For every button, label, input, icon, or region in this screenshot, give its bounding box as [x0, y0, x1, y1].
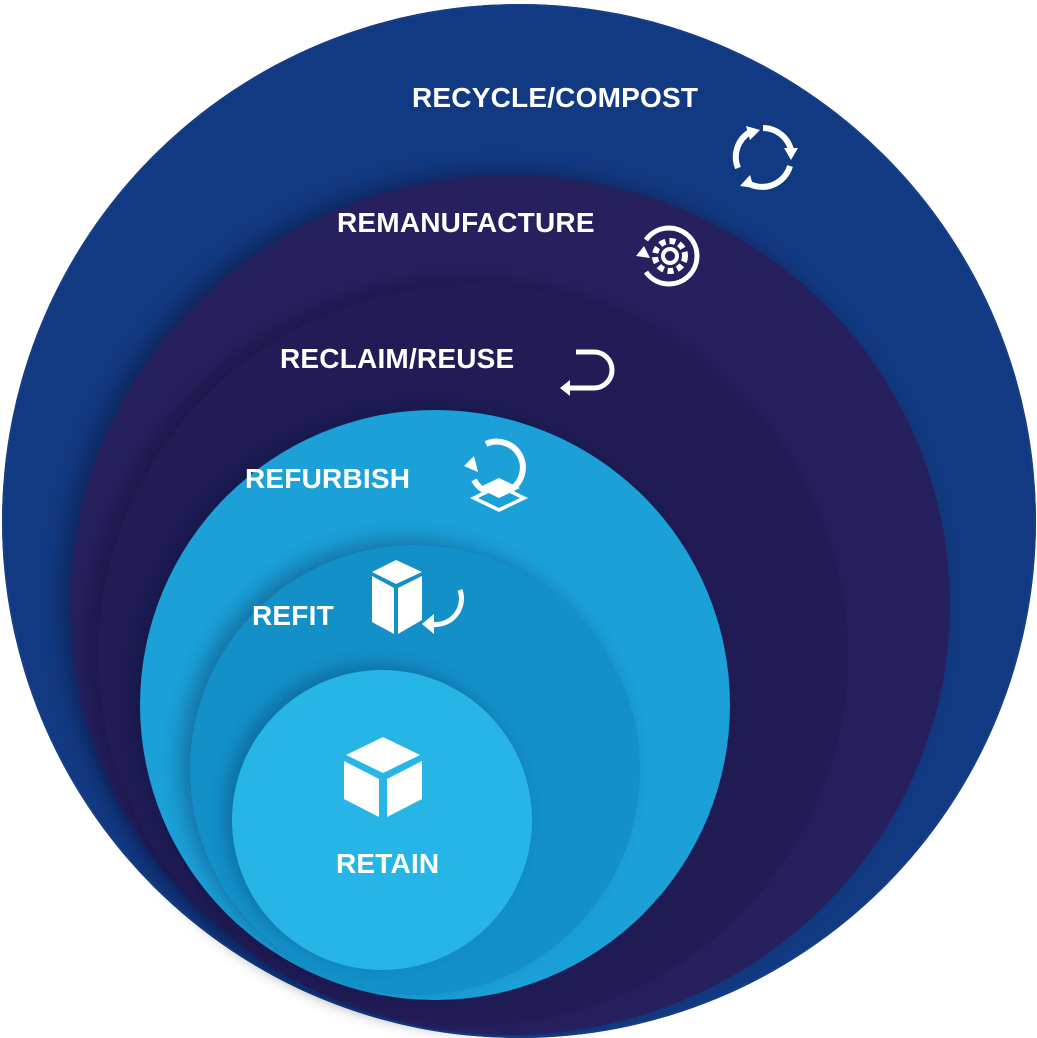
refresh-layer-icon	[456, 428, 542, 514]
refit-label: REFIT	[252, 600, 334, 631]
cube-icon	[342, 735, 424, 819]
remanufacture-label: REMANUFACTURE	[337, 207, 595, 238]
retain-label: RETAIN	[336, 848, 440, 879]
gear-cycle-icon	[628, 222, 706, 288]
recycle-arrows-icon	[724, 118, 802, 196]
refurbish-label: REFURBISH	[245, 463, 411, 494]
cube-rotate-icon	[368, 556, 468, 646]
retain-circle	[232, 670, 532, 970]
reclaim-reuse-label: RECLAIM/REUSE	[280, 343, 515, 374]
recycle-compost-label: RECYCLE/COMPOST	[412, 82, 699, 113]
return-arrow-icon	[556, 344, 622, 400]
